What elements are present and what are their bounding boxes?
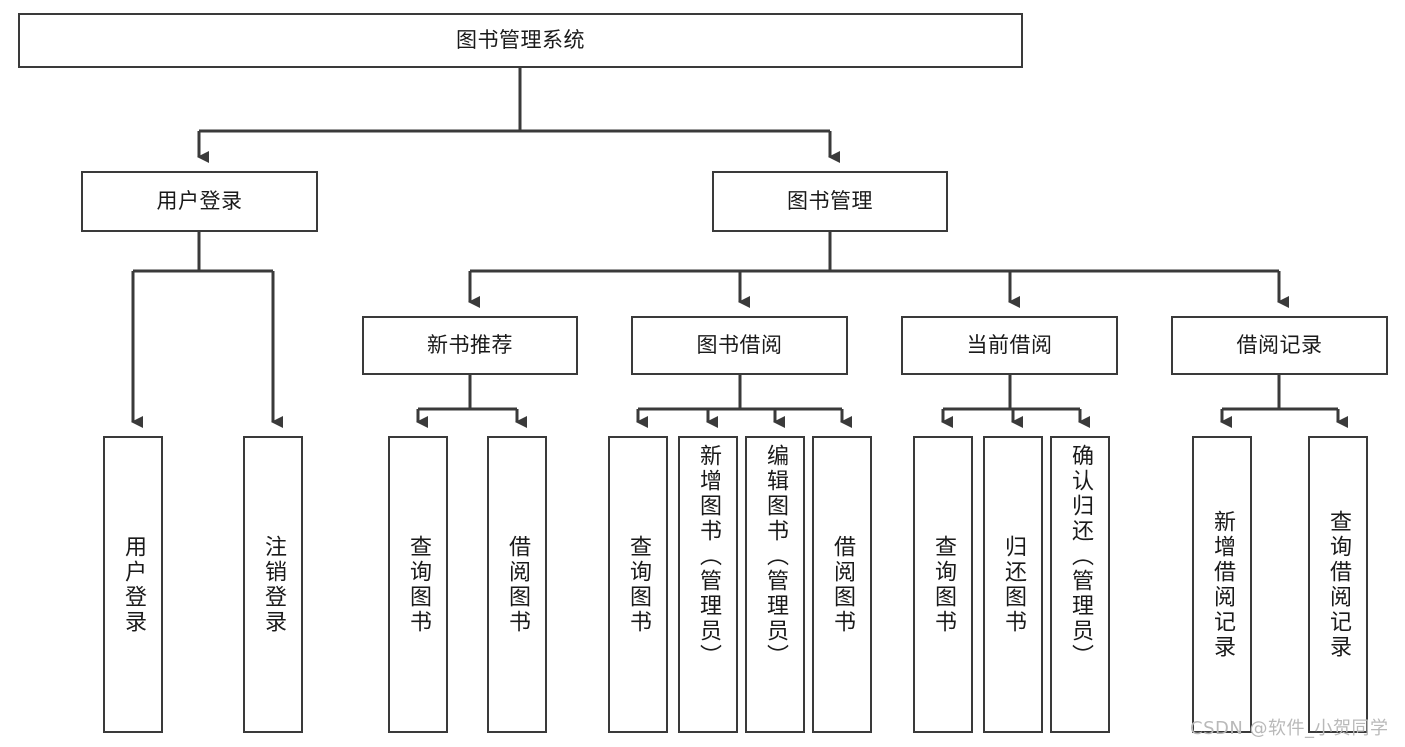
leaf-query-book-borrow[interactable]: 查询图书 [608,436,668,733]
leaf-borrow-book[interactable]: 借阅图书 [812,436,872,733]
leaf-query-borrow-record[interactable]: 查询借阅记录 [1308,436,1368,733]
node-book-borrow-label: 图书借阅 [696,333,783,358]
node-root[interactable]: 图书管理系统 [18,13,1023,68]
leaf-query-book-current-label: 查询图书 [931,534,956,635]
node-borrow-records[interactable]: 借阅记录 [1171,316,1388,375]
leaf-confirm-return-admin[interactable]: 确认归还（管理员） [1050,436,1110,733]
node-new-book-recommend-label: 新书推荐 [427,333,513,358]
leaf-borrow-book-recommend-label: 借阅图书 [505,534,530,635]
leaf-add-borrow-record-label: 新增借阅记录 [1210,509,1235,660]
leaf-return-book-label: 归还图书 [1001,534,1026,635]
node-new-book-recommend[interactable]: 新书推荐 [362,316,578,375]
leaf-add-book-admin[interactable]: 新增图书（管理员） [678,436,738,733]
leaf-query-book-recommend-label: 查询图书 [406,534,431,635]
node-current-borrow[interactable]: 当前借阅 [901,316,1118,375]
leaf-user-login-label: 用户登录 [121,534,146,635]
leaf-confirm-return-admin-label: 确认归还（管理员） [1068,444,1093,669]
node-book-management-label: 图书管理 [787,189,873,214]
leaf-edit-book-admin[interactable]: 编辑图书（管理员） [745,436,805,733]
leaf-borrow-book-recommend[interactable]: 借阅图书 [487,436,547,733]
node-root-label: 图书管理系统 [456,28,585,53]
leaf-query-borrow-record-label: 查询借阅记录 [1326,509,1351,660]
leaf-user-login[interactable]: 用户登录 [103,436,163,733]
leaf-add-borrow-record[interactable]: 新增借阅记录 [1192,436,1252,733]
leaf-add-book-admin-label: 新增图书（管理员） [696,444,721,669]
node-current-borrow-label: 当前借阅 [966,333,1053,358]
node-user-login-label: 用户登录 [156,189,243,214]
leaf-borrow-book-label: 借阅图书 [830,534,855,635]
node-user-login[interactable]: 用户登录 [81,171,318,232]
node-book-borrow[interactable]: 图书借阅 [631,316,848,375]
leaf-query-book-borrow-label: 查询图书 [626,534,651,635]
leaf-return-book[interactable]: 归还图书 [983,436,1043,733]
leaf-user-logout-label: 注销登录 [261,534,286,635]
leaf-query-book-current[interactable]: 查询图书 [913,436,973,733]
leaf-user-logout[interactable]: 注销登录 [243,436,303,733]
node-book-management[interactable]: 图书管理 [712,171,948,232]
node-borrow-records-label: 借阅记录 [1236,333,1323,358]
csdn-watermark: CSDN @软件_小贺同学 [1190,718,1389,739]
leaf-edit-book-admin-label: 编辑图书（管理员） [763,444,788,669]
leaf-query-book-recommend[interactable]: 查询图书 [388,436,448,733]
